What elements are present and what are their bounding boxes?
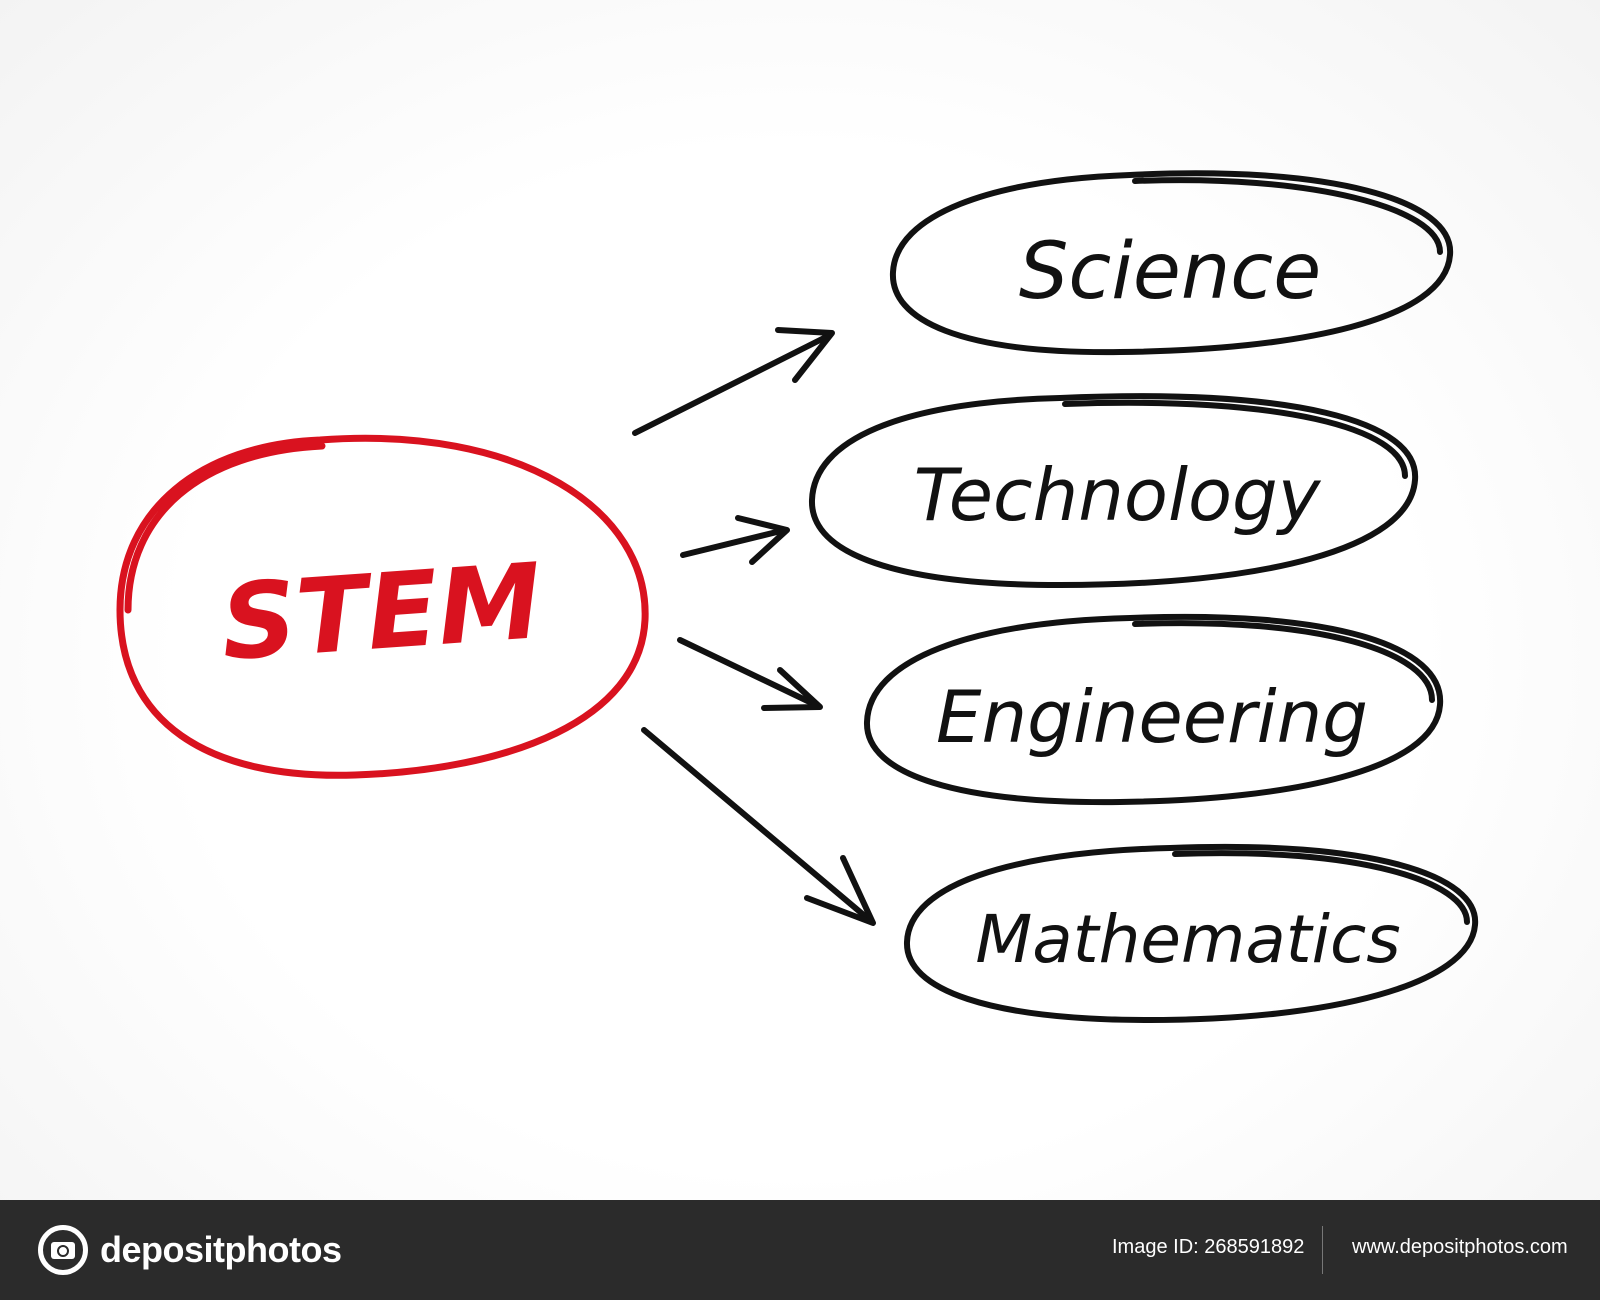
- mind-map: STEM Science: [116, 170, 1479, 1024]
- branch-engineering: Engineering: [863, 613, 1444, 806]
- branch-science: Science: [889, 170, 1454, 356]
- center-ellipse: [116, 434, 649, 779]
- center-label: STEM: [217, 540, 545, 684]
- site-url-link[interactable]: www.depositphotos.com: [1352, 1236, 1568, 1258]
- science-ellipse: [889, 170, 1454, 356]
- branch-mathematics: Mathematics: [903, 843, 1479, 1024]
- technology-label: Technology: [914, 453, 1322, 537]
- center-node: STEM: [116, 434, 649, 779]
- science-label: Science: [1019, 227, 1321, 317]
- camera-icon: [38, 1225, 88, 1275]
- arrow-to-technology: [680, 515, 790, 565]
- image-id-text: Image ID: 268591892: [1112, 1236, 1305, 1258]
- mathematics-label: Mathematics: [975, 901, 1400, 978]
- logo-text: depositphotos: [100, 1229, 342, 1270]
- arrow-to-mathematics: [641, 727, 876, 926]
- arrow-to-science: [632, 327, 835, 436]
- arrows: [632, 327, 876, 926]
- stock-footer-bar: depositphotos Image ID: 268591892 www.de…: [0, 1200, 1600, 1300]
- engineering-ellipse: [863, 613, 1444, 806]
- arrow-to-engineering: [677, 637, 823, 711]
- mathematics-ellipse: [903, 843, 1479, 1024]
- branch-technology: Technology: [808, 393, 1419, 589]
- engineering-label: Engineering: [936, 675, 1368, 759]
- technology-ellipse: [808, 393, 1419, 589]
- depositphotos-logo[interactable]: depositphotos: [38, 1222, 342, 1278]
- diagram-canvas: STEM Science: [0, 0, 1600, 1200]
- footer-divider: [1322, 1226, 1323, 1274]
